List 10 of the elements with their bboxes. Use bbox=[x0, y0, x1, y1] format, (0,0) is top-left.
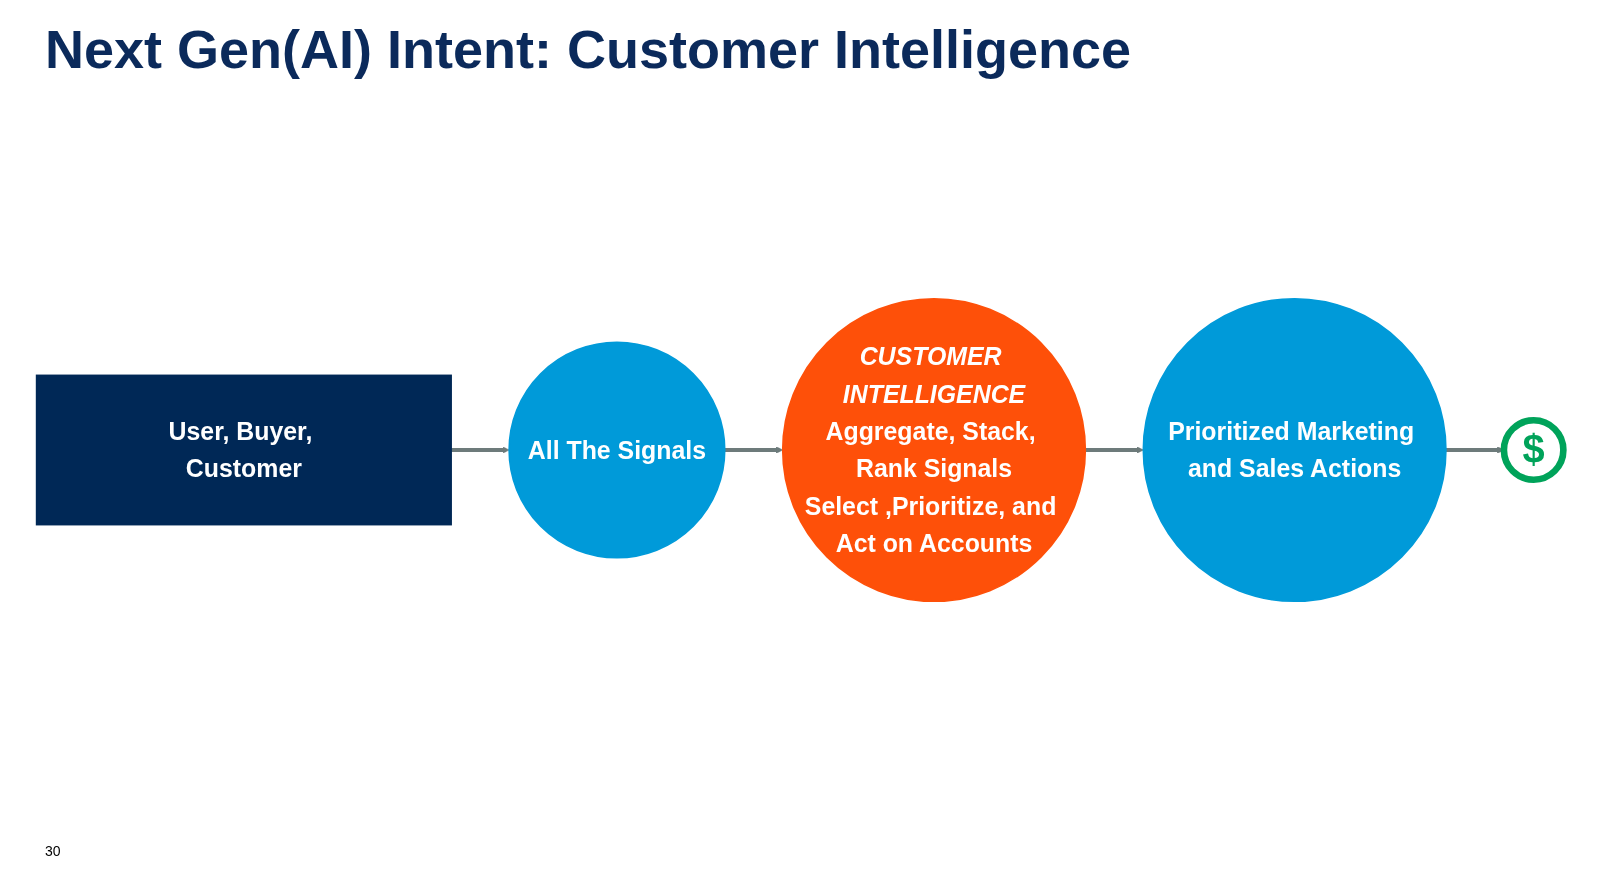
node-box: User, Buyer, Customer bbox=[35, 374, 452, 526]
node-circle: CUSTOMER INTELLIGENCE Aggregate, Stack, Rank Signals Select ,Prioritize, and Act on Accounts bbox=[781, 297, 1087, 603]
node-circle: All The Signals bbox=[508, 341, 726, 559]
arrow bbox=[451, 446, 510, 454]
slide-title: Next Gen(AI) Intent: Customer Intelligence bbox=[45, 18, 1132, 80]
node-circle: Prioritized Marketing and Sales Actions bbox=[1142, 297, 1447, 603]
arrow bbox=[1085, 446, 1144, 454]
page-number: 30 bbox=[45, 843, 61, 859]
arrow bbox=[724, 446, 784, 454]
node-circle: $ bbox=[1500, 416, 1567, 484]
